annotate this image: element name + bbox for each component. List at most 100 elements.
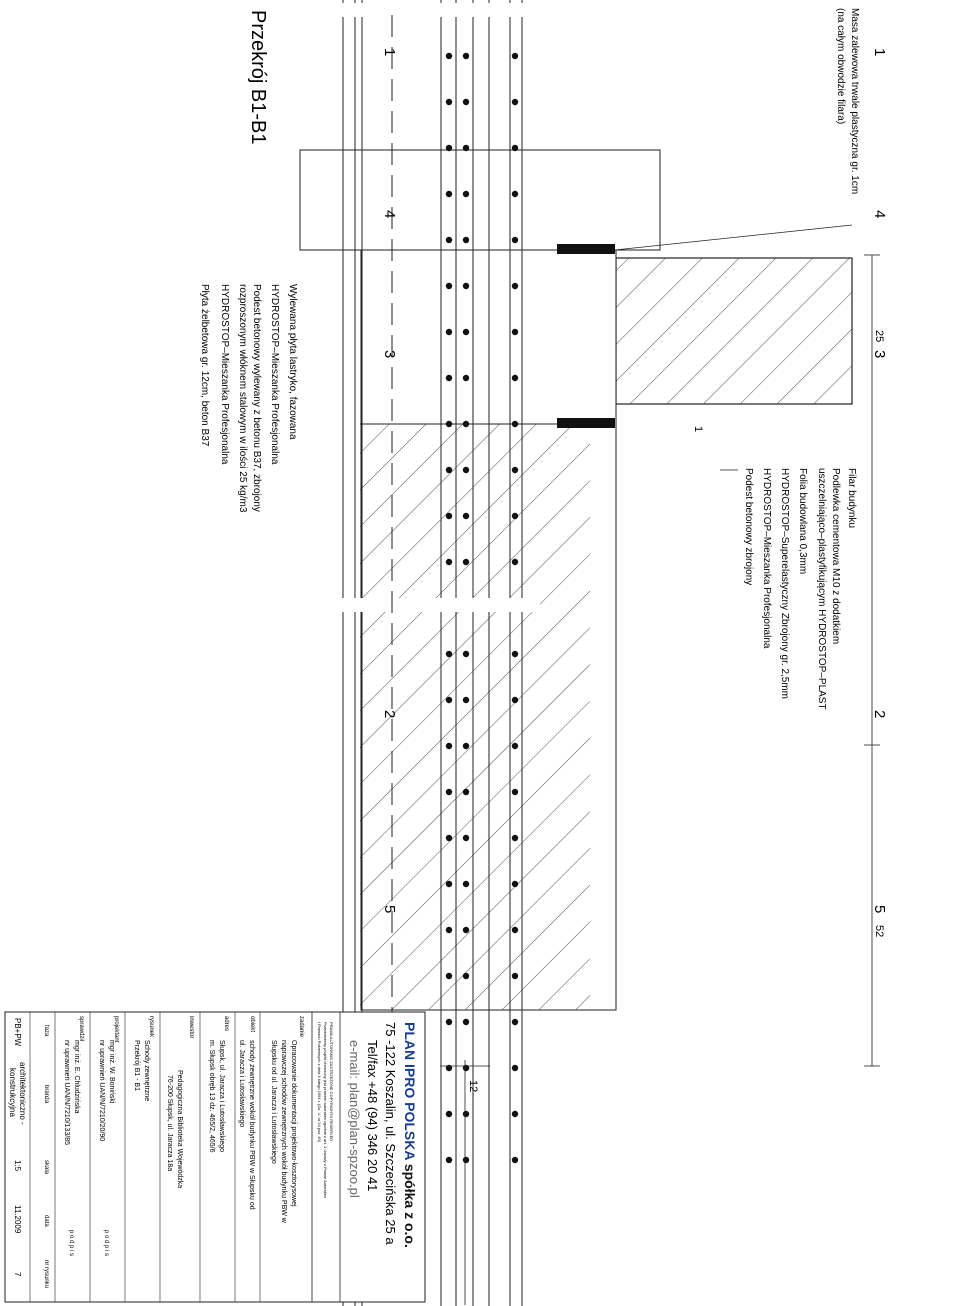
section-mark-4-left: 4 [381, 210, 398, 218]
rebar-dot [462, 558, 470, 566]
company-name: PLAN IPRO POLSKA spółka z o.o. [402, 1022, 418, 1248]
top-note-leader [614, 224, 853, 251]
rebar-dot [511, 742, 519, 750]
value-skala: 1:5 [13, 1160, 22, 1172]
rebar-dot [445, 972, 453, 980]
rebar-dot [445, 190, 453, 198]
label-skala: skala [43, 1160, 49, 1175]
rebar-dot [445, 512, 453, 520]
rebar-dot [511, 374, 519, 382]
rebar-dot [511, 1018, 519, 1026]
company-phone: Tel/fax +48 (94) 346 20 41 [365, 1040, 380, 1191]
top-note-line1: Masa zalewowa trwale plastyczna gr. 1cm [849, 8, 860, 194]
lower-label-1: Wylewana płyta lastryko, fazowana [287, 284, 298, 440]
rebar-dot [511, 190, 519, 198]
upper-label-3: uszczelniająco–plastyfikującym HYDROSTOP… [816, 468, 827, 710]
label-data: data [43, 1215, 49, 1227]
rebar-dot [511, 282, 519, 290]
label-branza: branża [43, 1085, 49, 1104]
company-address: 75 -122 Koszalin, ul. Szczecińska 25 a [383, 1022, 398, 1245]
rebar-dot [511, 144, 519, 152]
rebar-dot [445, 52, 453, 60]
sprawdzil-line-1: mgr inż. E. Chludzińska [73, 1040, 80, 1114]
rebar-dot [511, 466, 519, 474]
zadanie-line-2: naprawczej schodów zewnętrznych wokół bu… [280, 1040, 287, 1224]
upper-label-4: Folia budowlana 0,3mm [797, 468, 808, 574]
rebar-dot [462, 650, 470, 658]
rebar-dot [445, 466, 453, 474]
rebar-dot [445, 558, 453, 566]
dimensions [440, 254, 880, 1305]
company-email: e-mail: plan@plan-spzoo.pl [347, 1040, 362, 1198]
rebar-dot [511, 696, 519, 704]
rebar-dot [445, 98, 453, 106]
rebar-dot [445, 788, 453, 796]
rebar-dot [462, 52, 470, 60]
rebar-dot [445, 236, 453, 244]
upper-label-2: Podlewka cementowa M10 z dodatkiem [830, 468, 841, 644]
rebar-dot [462, 236, 470, 244]
lower-label-5: HYDROSTOP–Mieszanka Profesjonalna [219, 284, 230, 465]
rebar-dot [511, 328, 519, 336]
section-mark-1-right: 1 [871, 48, 888, 56]
rebar-dot [462, 420, 470, 428]
section-marks-right: 1 4 3 2 5 [871, 48, 888, 913]
rebar-dot [445, 834, 453, 842]
rebar-dot [445, 1156, 453, 1164]
rebar-dot [511, 236, 519, 244]
rebar-dot [445, 696, 453, 704]
rebar-dot [445, 926, 453, 934]
rebar-dot [445, 420, 453, 428]
obiekt-line-2: ul. Jaracza i Lutosławskiego [238, 1040, 245, 1127]
rebar-dot [511, 926, 519, 934]
label-adres: adres [223, 1016, 229, 1031]
label-faza: faza [43, 1025, 49, 1037]
rebar-dot [462, 742, 470, 750]
section-mark-5-left: 5 [381, 905, 398, 913]
section-mark-2-right: 2 [871, 710, 888, 718]
rebar-dot [511, 788, 519, 796]
rebar-dot [462, 1110, 470, 1118]
rebar-dot [511, 972, 519, 980]
zadanie-line-1: Opracowanie dokumentacji projektowo-kosz… [290, 1040, 297, 1207]
adres-line-1: Słupsk, ul. Jaracza i Lutosławskiego [218, 1040, 225, 1152]
projektant-line-1: mgr inż. W. Boniński [108, 1040, 115, 1104]
rebar-dot [511, 420, 519, 428]
dimension-52: 52 [873, 925, 885, 937]
lower-labels: Wylewana płyta lastryko, fazowana HYDROS… [199, 284, 298, 513]
rebar-dot [511, 880, 519, 888]
rebar-dot [511, 52, 519, 60]
section-marks-left: 1 4 3 2 5 [381, 48, 398, 913]
membrane-strip-top [557, 244, 615, 254]
copyright-line-3: i Prawach Pokrewnych z dnia 4 lutego 199… [317, 1022, 322, 1143]
value-branza-2: konstrukcyjna [8, 1068, 17, 1117]
value-data: 11.2009 [13, 1205, 22, 1234]
rebar-dot [462, 190, 470, 198]
rebar-dot [445, 742, 453, 750]
projektant-line-2: nr uprawnień UAN/N/7210/20/90 [98, 1040, 105, 1141]
label-rysunek: rysunek [148, 1016, 154, 1038]
rebar-dot [462, 926, 470, 934]
landing-hatch [360, 424, 590, 1010]
lower-label-4: rozproszonym włóknem stalowym w ilości 2… [237, 284, 248, 513]
rebar-dot [462, 834, 470, 842]
dimension-1: 1 [692, 426, 704, 432]
section-mark-5-right: 5 [871, 905, 888, 913]
label-sprawdzil: sprawdził [78, 1016, 84, 1042]
copyright-line-1: PRAWA AUTORSKIE ZASTRZEŻONE COPYRIGHTS R… [329, 1022, 334, 1141]
copyright-line-2: Przedmiotowy projekt chroniony jest praw… [323, 1022, 328, 1199]
rebar-dot [445, 144, 453, 152]
lower-label-2: HYDROSTOP–Mieszanka Profesjonalna [269, 284, 280, 465]
rebar-dot [445, 1018, 453, 1026]
rebar-dot [511, 1156, 519, 1164]
podpis-1: p o d p i s [103, 1230, 109, 1256]
section-mark-3-left: 3 [381, 350, 398, 358]
inwestor-line-2: 76-200 Słupsk, ul. Jaracza 18a [166, 1075, 173, 1171]
label-projektant: projektant [113, 1016, 119, 1043]
upper-labels: Filar budynku Podlewka cementowa M10 z d… [743, 468, 857, 710]
label-obiekt: obiekt [249, 1016, 255, 1032]
upper-label-7: Podest betonowy zbrojony [743, 468, 754, 585]
rebar-dot [462, 972, 470, 980]
section-mark-3-right: 3 [871, 350, 888, 358]
